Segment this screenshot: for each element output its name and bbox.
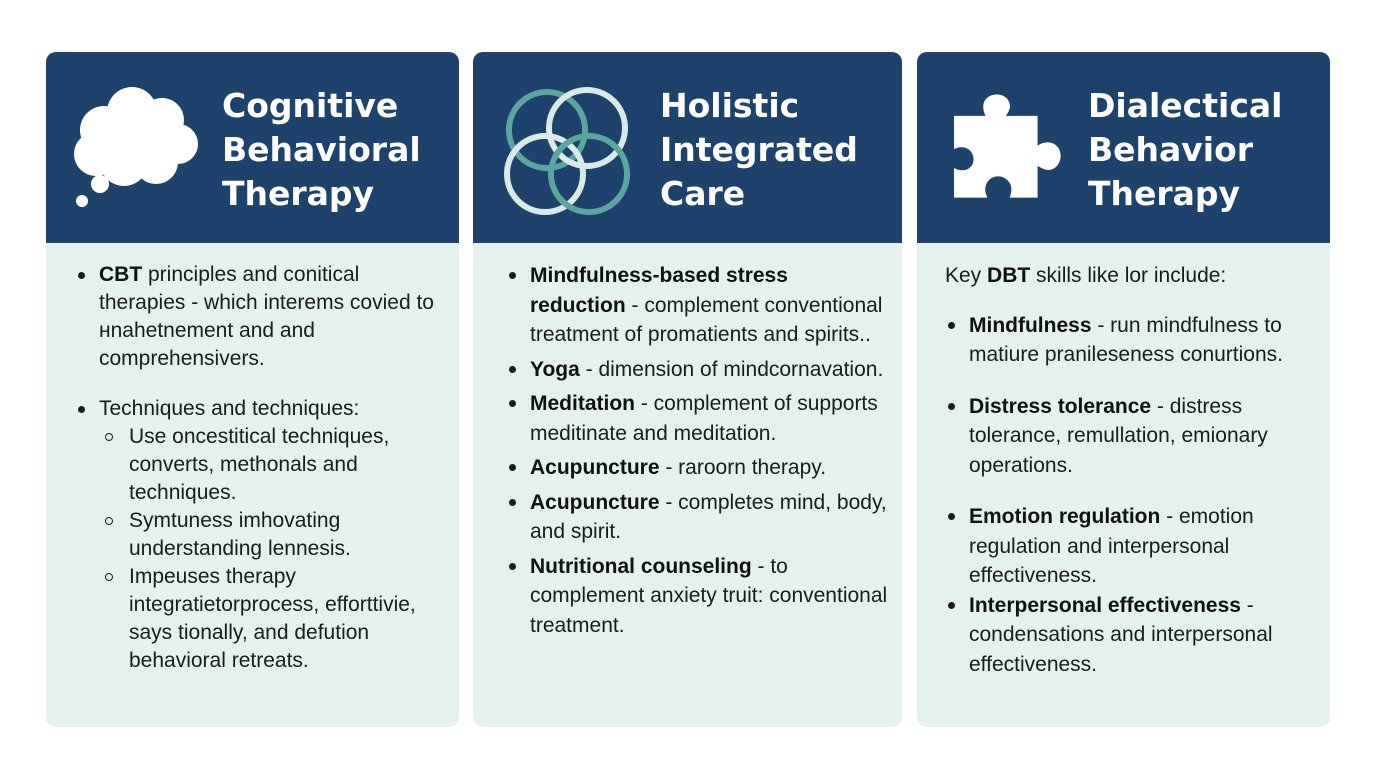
list-item: Nutritional counseling - to complement a… <box>509 552 888 641</box>
list-item: Acupuncture - completes mind, body, and … <box>509 488 888 547</box>
puzzle-piece-icon <box>954 94 1061 198</box>
list-item: Distress tolerance - distress tolerance,… <box>948 392 1316 481</box>
list-item: Mindfulness-based stress reduction - com… <box>509 261 888 350</box>
list-item: Emotion regulation - emotion regulation … <box>948 502 1316 591</box>
list-item: Techniques and techniques: Use oncestiti… <box>78 395 445 675</box>
thought-bubble-icon <box>74 87 198 207</box>
list-item: Interpersonal effectiveness - condensati… <box>948 591 1316 680</box>
card-title: Cognitive Behavioral Therapy <box>222 86 421 213</box>
sub-list-item: Symtuness imhovating understanding lenne… <box>103 507 445 563</box>
list-item: Acupuncture - raroorn therapy. <box>509 453 888 483</box>
sub-list-item: Use oncestitical techniques, converts, m… <box>103 423 445 507</box>
intro-text: Key DBT skills like lor include: <box>945 264 1227 287</box>
list-item: CBT principles and conitical therapies -… <box>78 261 445 373</box>
card-holistic-integrated-care: Holistic Integrated Care Mindfulness-bas… <box>473 52 902 727</box>
card-header: Cognitive Behavioral Therapy <box>46 52 459 243</box>
card-title: Dialectical Behavior Therapy <box>1088 86 1283 213</box>
card-body: Key DBT skills like lor include: Mindful… <box>917 243 1330 679</box>
card-title: Holistic Integrated Care <box>660 86 858 213</box>
sub-list: Use oncestitical techniques, converts, m… <box>103 423 445 675</box>
sub-list-item: Impeuses therapy integratietorprocess, e… <box>103 563 445 675</box>
list-item: Mindfulness - run mindfulness to matiure… <box>948 311 1316 370</box>
card-header: Holistic Integrated Care <box>473 52 902 243</box>
card-header: Dialectical Behavior Therapy <box>917 52 1330 243</box>
list-item: Meditation - complement of supports medi… <box>509 389 888 448</box>
bullet-list: CBT principles and conitical therapies -… <box>78 261 445 675</box>
card-body: Mindfulness-based stress reduction - com… <box>473 243 902 640</box>
bullet-list: Mindfulness-based stress reduction - com… <box>509 261 888 640</box>
bullet-list: Mindfulness - run mindfulness to matiure… <box>948 311 1316 680</box>
card-cognitive-behavioral-therapy: Cognitive Behavioral Therapy CBT princip… <box>46 52 459 727</box>
card-body: CBT principles and conitical therapies -… <box>46 243 459 675</box>
list-item: Yoga - dimension of mindcornavation. <box>509 355 888 385</box>
card-dialectical-behavior-therapy: Dialectical Behavior Therapy Key DBT ski… <box>917 52 1330 727</box>
interlocking-rings-icon <box>504 87 630 215</box>
